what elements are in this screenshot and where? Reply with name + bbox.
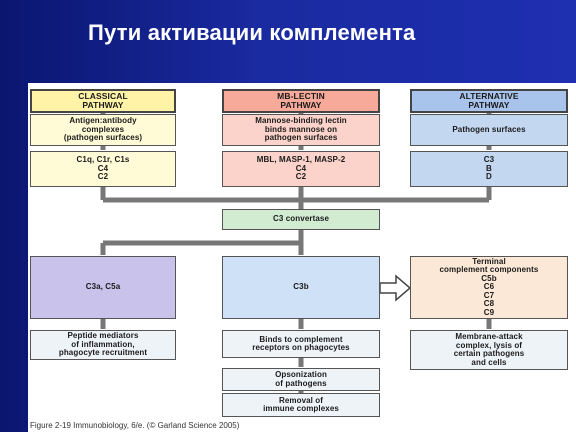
c3b-box: C3b (222, 256, 380, 319)
slide-title: Пути активации комплемента (88, 20, 416, 45)
c3a-c5a-box: C3a, C5a (30, 256, 176, 319)
arrow-c3b-to-terminal (379, 274, 412, 302)
alternative-trigger-box: Pathogen surfaces (410, 114, 568, 146)
c3-convertase-box: C3 convertase (222, 209, 380, 230)
figure-caption: Figure 2-19 Immunobiology, 6/e. (© Garla… (30, 421, 240, 430)
